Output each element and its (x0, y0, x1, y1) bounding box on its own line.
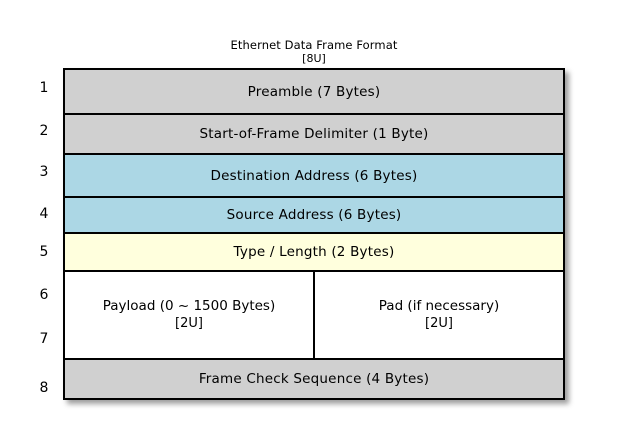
frame-field-destination-address-label: Destination Address (6 Bytes) (210, 167, 418, 184)
ethernet-frame-diagram: Preamble (7 Bytes) Start-of-Frame Delimi… (63, 68, 565, 400)
frame-field-destination-address: Destination Address (6 Bytes) (65, 155, 563, 198)
frame-field-type-length: Type / Length (2 Bytes) (65, 234, 563, 272)
frame-field-frame-check-sequence: Frame Check Sequence (4 Bytes) (65, 360, 563, 398)
frame-field-preamble-label: Preamble (7 Bytes) (247, 83, 381, 100)
row-number-5: 5 (39, 244, 49, 260)
frame-field-start-of-frame-delimiter: Start-of-Frame Delimiter (1 Byte) (65, 115, 563, 155)
frame-field-source-address: Source Address (6 Bytes) (65, 198, 563, 234)
row-number-4: 4 (39, 206, 49, 222)
frame-field-pad-label: Pad (if necessary) (378, 298, 500, 314)
row-number-7: 7 (39, 331, 49, 347)
row-number-2: 2 (39, 123, 49, 139)
page-title: Ethernet Data Frame Format [8U] (0, 38, 628, 66)
row-number-8: 8 (39, 380, 49, 396)
row-number-6: 6 (39, 287, 49, 303)
row-number-gutter: 1 2 3 4 5 6 7 8 (30, 68, 58, 400)
frame-field-fcs-label: Frame Check Sequence (4 Bytes) (198, 371, 430, 387)
frame-field-payload-sublabel: [2U] (175, 316, 203, 331)
frame-field-pad-sublabel: [2U] (425, 316, 453, 331)
frame-field-type-length-label: Type / Length (2 Bytes) (233, 244, 395, 260)
frame-field-preamble: Preamble (7 Bytes) (65, 70, 563, 115)
row-number-1: 1 (39, 80, 49, 96)
frame-field-source-address-label: Source Address (6 Bytes) (226, 207, 402, 223)
frame-field-payload-label: Payload (0 ~ 1500 Bytes) (102, 298, 276, 314)
frame-field-payload: Payload (0 ~ 1500 Bytes) [2U] (65, 272, 315, 358)
title-sub-text: [8U] (302, 52, 326, 65)
frame-field-payload-pad-row: Payload (0 ~ 1500 Bytes) [2U] Pad (if ne… (65, 272, 563, 360)
title-main-text: Ethernet Data Frame Format (230, 38, 398, 52)
frame-field-sfd-label: Start-of-Frame Delimiter (1 Byte) (199, 126, 429, 142)
row-number-3: 3 (39, 164, 49, 180)
frame-field-pad: Pad (if necessary) [2U] (315, 272, 563, 358)
